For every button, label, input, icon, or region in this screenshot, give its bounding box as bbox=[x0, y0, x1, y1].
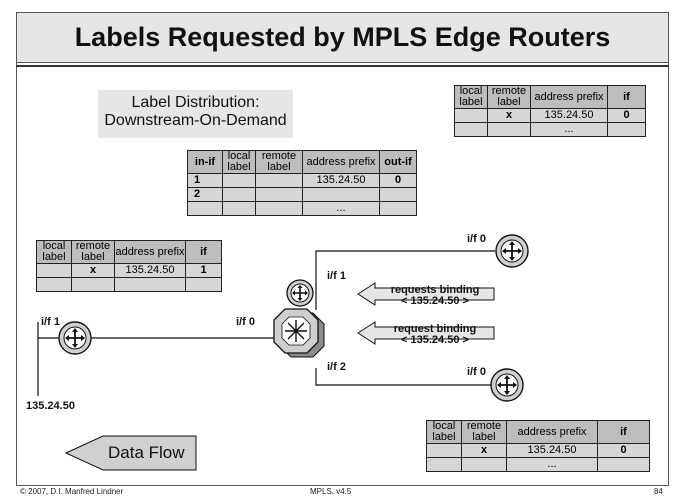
cell: 0 bbox=[379, 173, 417, 188]
top-edge-router-icon bbox=[495, 234, 529, 268]
col-remote-label: remote label bbox=[71, 240, 115, 264]
bottom-edge-router-icon bbox=[490, 368, 524, 402]
cell bbox=[379, 201, 417, 216]
top-right-router-table: local label remote label address prefix … bbox=[454, 85, 646, 137]
title-bar bbox=[16, 12, 669, 63]
cell: 0 bbox=[597, 443, 650, 458]
lsr-label-table: in-if local label remote label address p… bbox=[187, 150, 417, 216]
top-router-if-label: i/f 0 bbox=[467, 233, 486, 245]
lsr-switch-icon bbox=[273, 308, 325, 358]
cell bbox=[222, 201, 256, 216]
lsr-router-icon bbox=[286, 279, 314, 307]
cell bbox=[222, 173, 256, 188]
cell: 135.24.50 bbox=[302, 173, 380, 188]
label-distribution-note: Label Distribution: Downstream-On-Demand bbox=[98, 90, 293, 138]
cell bbox=[607, 122, 646, 137]
col-remote-label: remote label bbox=[461, 420, 507, 444]
request-arrow-lower bbox=[357, 321, 495, 345]
lsr-if2-label: i/f 2 bbox=[327, 361, 346, 373]
table-row: x 135.24.50 0 bbox=[426, 443, 650, 458]
cell: ... bbox=[530, 122, 608, 137]
table-row: ... bbox=[426, 457, 650, 472]
lsr-if0-label: i/f 0 bbox=[236, 316, 255, 328]
cell: ... bbox=[302, 201, 380, 216]
table-header-row: local label remote label address prefix … bbox=[454, 85, 646, 109]
request-message-lower: request binding < 135.24.50 > bbox=[378, 324, 492, 346]
network-prefix-label: 135.24.50 bbox=[26, 400, 75, 412]
cell: 1 bbox=[187, 173, 223, 188]
message-line-2: < 135.24.50 > bbox=[401, 295, 469, 307]
col-out-if: out-if bbox=[379, 150, 417, 174]
note-line-2: Downstream-On-Demand bbox=[104, 112, 287, 129]
table-header-row: in-if local label remote label address p… bbox=[187, 150, 417, 174]
footer-page-number: 84 bbox=[654, 487, 663, 496]
request-message-upper: requests binding < 135.24.50 > bbox=[378, 285, 492, 307]
cell: 0 bbox=[607, 108, 646, 123]
footer-copyright: © 2007, D.I. Manfred Lindner bbox=[20, 487, 124, 496]
link-lsr-bottom bbox=[315, 368, 492, 386]
cell bbox=[597, 457, 650, 472]
request-arrow-upper bbox=[357, 282, 495, 306]
cell: 135.24.50 bbox=[530, 108, 608, 123]
bottom-right-router-table: local label remote label address prefix … bbox=[426, 420, 650, 472]
col-local-label: local label bbox=[426, 420, 462, 444]
title-divider bbox=[16, 65, 669, 67]
cell bbox=[454, 122, 488, 137]
left-edge-router-icon bbox=[58, 321, 92, 355]
col-local-label: local label bbox=[222, 150, 256, 174]
data-flow-label: Data Flow bbox=[108, 443, 185, 462]
cell bbox=[255, 201, 303, 216]
data-flow-arrow bbox=[64, 435, 197, 471]
footer-course: MPLS, v4.5 bbox=[310, 487, 352, 496]
cell bbox=[222, 187, 256, 202]
col-if: if bbox=[607, 85, 646, 109]
left-router-if-label: i/f 1 bbox=[41, 316, 60, 328]
note-line-1: Label Distribution: bbox=[131, 94, 260, 111]
table-row: ... bbox=[187, 201, 417, 216]
col-local-label: local label bbox=[454, 85, 488, 109]
cell: ... bbox=[506, 457, 598, 472]
col-if: if bbox=[597, 420, 650, 444]
message-line-2: < 135.24.50 > bbox=[401, 334, 469, 346]
left-router-table: local label remote label address prefix … bbox=[36, 240, 222, 292]
table-row bbox=[36, 277, 222, 292]
col-address-prefix: address prefix bbox=[506, 420, 598, 444]
link-lsr-top bbox=[315, 250, 495, 310]
col-local-label: local label bbox=[36, 240, 72, 264]
table-header-row: local label remote label address prefix … bbox=[36, 240, 222, 264]
col-if: if bbox=[185, 240, 222, 264]
message-line-1: request binding bbox=[393, 323, 477, 335]
col-remote-label: remote label bbox=[487, 85, 531, 109]
cell: 135.24.50 bbox=[506, 443, 598, 458]
col-address-prefix: address prefix bbox=[302, 150, 380, 174]
message-line-1: requests binding bbox=[390, 284, 480, 296]
cell bbox=[487, 122, 531, 137]
cell bbox=[114, 277, 186, 292]
slide-title: Labels Requested by MPLS Edge Routers bbox=[74, 22, 611, 52]
table-row: 1 135.24.50 0 bbox=[187, 173, 417, 188]
table-row: ... bbox=[454, 122, 646, 137]
bottom-router-if-label: i/f 0 bbox=[467, 366, 486, 378]
cell bbox=[36, 277, 72, 292]
lsr-if1-label: i/f 1 bbox=[327, 270, 346, 282]
cell bbox=[71, 277, 115, 292]
cell bbox=[187, 201, 223, 216]
col-address-prefix: address prefix bbox=[114, 240, 186, 264]
cell bbox=[461, 457, 507, 472]
cell bbox=[185, 277, 222, 292]
table-header-row: local label remote label address prefix … bbox=[426, 420, 650, 444]
